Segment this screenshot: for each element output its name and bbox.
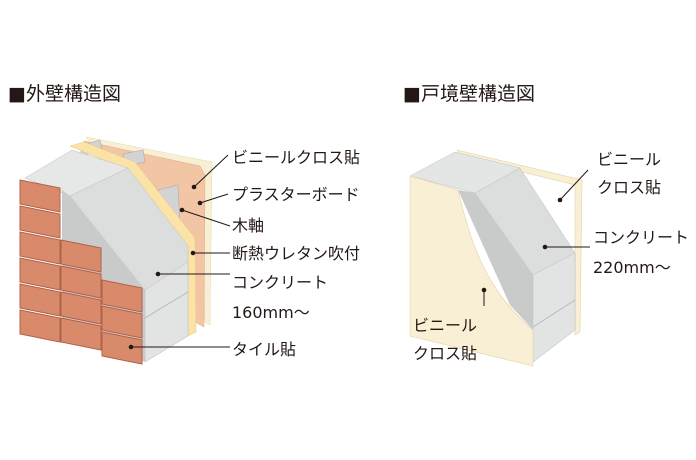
label-vinyl-cloth-left-1: ビニール (413, 316, 477, 335)
label-vinyl-cloth-left-2: クロス貼 (413, 344, 477, 363)
brick-tile (101, 331, 143, 365)
brick-tile (60, 265, 102, 299)
partition-leaders (481, 169, 590, 306)
label-concrete: コンクリート (232, 273, 328, 292)
label-urethane: 断熱ウレタン吹付 (232, 244, 360, 263)
partition-wall-title: ■戸境壁構造図 (403, 83, 535, 105)
label-plasterboard: プラスターボード (232, 185, 360, 204)
brick-tile (19, 205, 61, 239)
brick-tile (60, 317, 102, 351)
label-vinyl-cloth-right-2: クロス貼 (597, 178, 661, 197)
brick-tile (19, 179, 61, 213)
label-vinyl-cloth: ビニールクロス貼 (232, 148, 360, 167)
exterior-wall-title: ■外壁構造図 (8, 83, 121, 105)
concrete-face (144, 261, 189, 363)
vinyl-cloth-front (409, 175, 534, 367)
brick-tile (60, 291, 102, 325)
concrete-side (458, 190, 533, 330)
brick-tile (19, 283, 61, 317)
brick-tile (19, 257, 61, 291)
label-thickness: 220mm～ (593, 258, 671, 277)
exterior-wall-illustration (19, 136, 213, 365)
brick-tile (101, 279, 143, 313)
exterior-leaders (128, 154, 231, 350)
label-thickness: 160mm～ (232, 303, 310, 322)
label-concrete: コンクリート (593, 228, 689, 247)
label-tile: タイル貼 (232, 340, 296, 359)
brick-tile (60, 239, 102, 273)
label-wood-frame: 木軸 (232, 216, 264, 235)
partition-wall-illustration (409, 149, 583, 367)
brick-tile (19, 309, 61, 343)
brick-tile (101, 305, 143, 339)
label-vinyl-cloth-right-1: ビニール (597, 150, 661, 169)
brick-tiles (19, 179, 143, 365)
brick-tile (19, 231, 61, 265)
